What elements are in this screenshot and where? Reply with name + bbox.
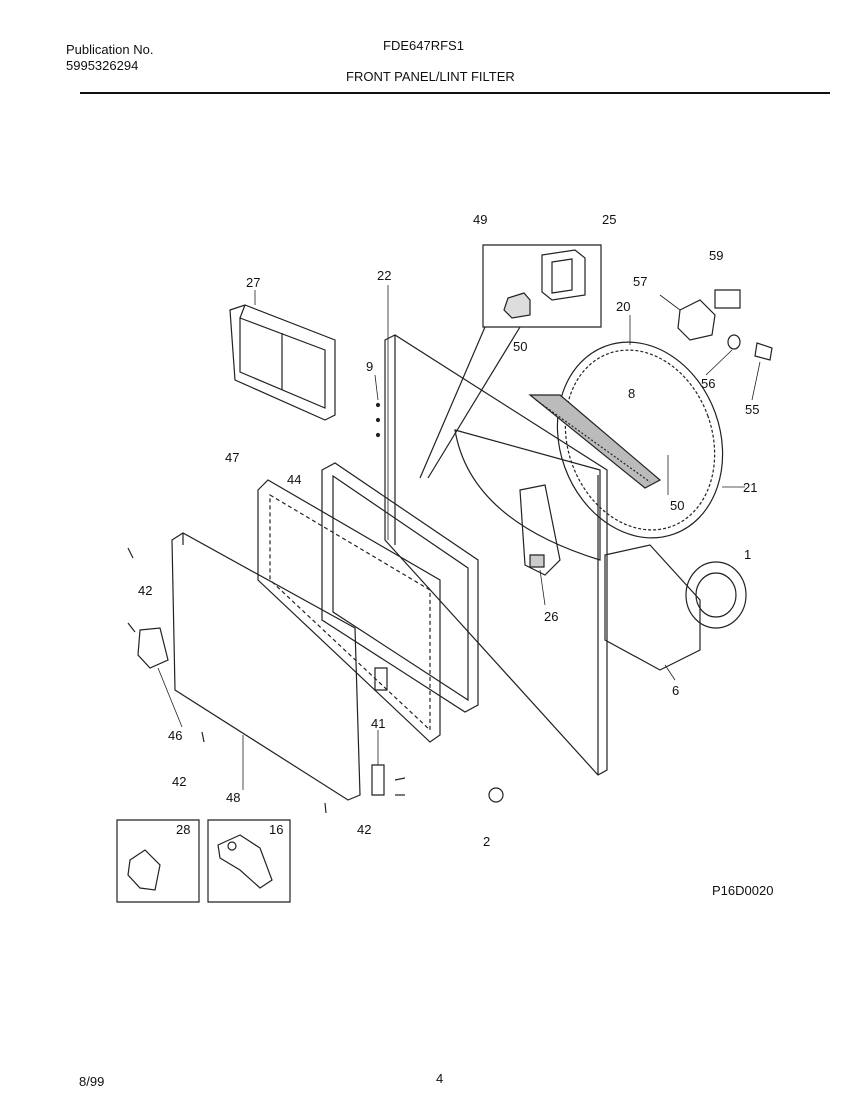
section-title: FRONT PANEL/LINT FILTER: [346, 69, 515, 84]
part-label-42-middle: 42: [172, 774, 187, 789]
part-label-48: 48: [226, 790, 241, 805]
part-label-9: 9: [366, 359, 374, 374]
drawing-code: P16D0020: [712, 883, 774, 898]
part-label-59: 59: [709, 248, 724, 263]
part-label-50-lower: 50: [670, 498, 685, 513]
part-label-49: 49: [473, 212, 488, 227]
part-44-inner-door: [258, 480, 440, 742]
part-47-door-frame: [322, 463, 478, 712]
part-label-16: 16: [269, 822, 284, 837]
inset-box-28: [117, 820, 199, 902]
part-label-22: 22: [377, 268, 392, 283]
part-label-8: 8: [628, 386, 636, 401]
part-label-1: 1: [744, 547, 752, 562]
part-label-42-upper: 42: [138, 583, 153, 598]
part-label-28: 28: [176, 822, 191, 837]
part-22-front-panel: [377, 335, 608, 775]
part-label-42-lower: 42: [357, 822, 372, 837]
part-26-bracket: [520, 485, 560, 575]
part-label-47: 47: [225, 450, 240, 465]
part-label-55: 55: [745, 402, 760, 417]
screws-42: [128, 548, 326, 813]
part-label-56: 56: [701, 376, 716, 391]
part-label-2: 2: [483, 834, 491, 849]
footer-date: 8/99: [79, 1074, 105, 1089]
part-label-57: 57: [633, 274, 648, 289]
leader-lines: [158, 285, 760, 790]
part-label-44: 44: [287, 472, 302, 487]
publication-number: 5995326294: [66, 58, 139, 73]
inset-box-49: [420, 245, 601, 478]
part-2-foot: [489, 788, 503, 802]
part-label-46: 46: [168, 728, 183, 743]
header-rule: [80, 92, 830, 94]
part-label-27: 27: [246, 275, 261, 290]
part-label-21: 21: [743, 480, 758, 495]
model-number: FDE647RFS1: [383, 38, 464, 53]
part-label-20: 20: [616, 299, 631, 314]
part-1-duct: [605, 545, 746, 670]
part-label-6: 6: [672, 683, 680, 698]
part-46-handle: [138, 628, 168, 668]
part-label-25: 25: [602, 212, 617, 227]
part-27-lint-filter: [230, 305, 335, 420]
part-label-41: 41: [371, 716, 386, 731]
part-label-26: 26: [544, 609, 559, 624]
footer-page-number: 4: [436, 1071, 444, 1086]
part-57-switch: [678, 290, 772, 360]
part-48-outer-door: [172, 533, 360, 800]
inset-box-16: [208, 820, 290, 902]
part-8-drum: [455, 319, 749, 562]
publication-label: Publication No.: [66, 42, 154, 57]
part-41-hinge: [372, 668, 405, 795]
part-label-50-upper: 50: [513, 339, 528, 354]
